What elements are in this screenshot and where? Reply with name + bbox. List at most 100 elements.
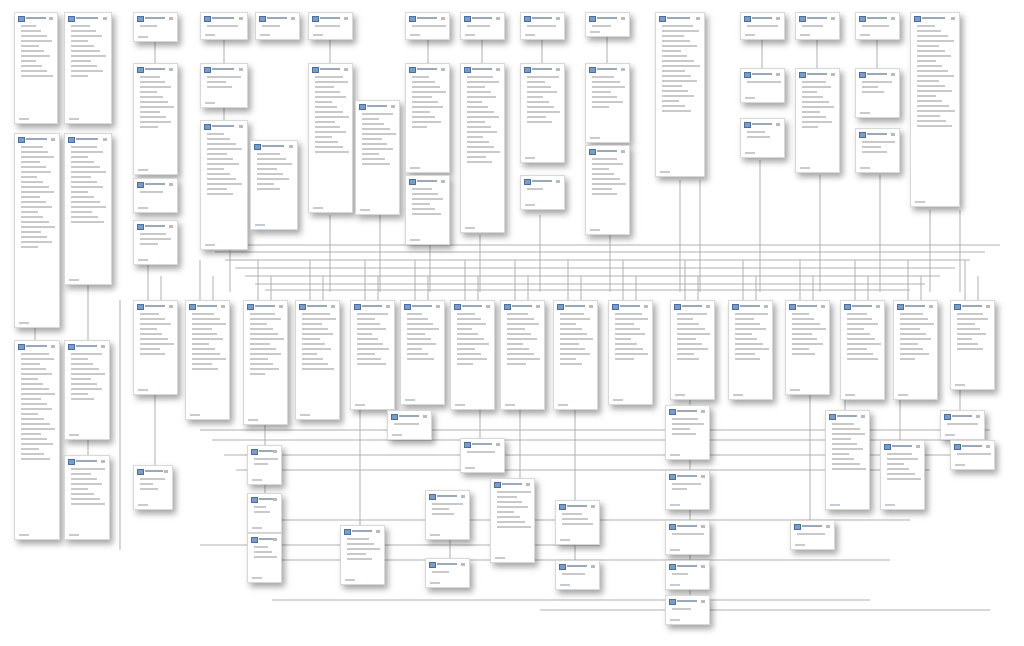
- table-column-row[interactable]: [735, 318, 755, 320]
- entity-table-card[interactable]: [405, 12, 450, 40]
- table-column-row[interactable]: [527, 188, 543, 190]
- table-column-row[interactable]: [21, 368, 47, 370]
- table-column-row[interactable]: [917, 55, 952, 57]
- table-column-row[interactable]: [21, 403, 47, 405]
- table-column-row[interactable]: [735, 358, 761, 360]
- collapse-toggle[interactable]: [670, 619, 680, 621]
- table-column-row[interactable]: [507, 318, 534, 320]
- table-column-row[interactable]: [615, 353, 649, 355]
- table-menu-icon[interactable]: [441, 180, 445, 183]
- table-column-row[interactable]: [412, 208, 436, 210]
- table-column-row[interactable]: [21, 196, 41, 198]
- table-column-row[interactable]: [560, 348, 585, 350]
- collapse-toggle[interactable]: [505, 404, 515, 406]
- table-column-row[interactable]: [677, 328, 705, 330]
- table-column-row[interactable]: [747, 131, 765, 133]
- table-column-row[interactable]: [797, 533, 825, 535]
- table-column-row[interactable]: [357, 358, 381, 360]
- table-column-row[interactable]: [21, 151, 49, 153]
- table-column-row[interactable]: [302, 313, 331, 315]
- table-column-row[interactable]: [615, 328, 640, 330]
- table-menu-icon[interactable]: [951, 17, 955, 20]
- table-menu-icon[interactable]: [273, 450, 277, 453]
- entity-table-card[interactable]: [940, 410, 985, 440]
- table-column-row[interactable]: [257, 173, 284, 175]
- table-column-row[interactable]: [917, 65, 942, 67]
- table-column-row[interactable]: [302, 363, 329, 365]
- table-column-row[interactable]: [662, 95, 695, 97]
- table-column-row[interactable]: [592, 81, 620, 83]
- table-column-row[interactable]: [735, 353, 755, 355]
- table-header[interactable]: [312, 15, 349, 22]
- collapse-toggle[interactable]: [800, 167, 810, 169]
- table-column-row[interactable]: [257, 168, 278, 170]
- table-column-row[interactable]: [672, 533, 705, 535]
- table-column-row[interactable]: [21, 383, 44, 385]
- table-header[interactable]: [454, 303, 491, 310]
- collapse-toggle[interactable]: [860, 34, 870, 36]
- table-header[interactable]: [359, 103, 396, 110]
- entity-table-card[interactable]: [243, 300, 288, 425]
- table-column-row[interactable]: [527, 106, 555, 108]
- table-column-row[interactable]: [207, 193, 234, 195]
- collapse-toggle[interactable]: [745, 97, 755, 99]
- table-column-row[interactable]: [302, 353, 318, 355]
- collapse-toggle[interactable]: [69, 434, 79, 436]
- entity-table-card[interactable]: [728, 300, 773, 400]
- collapse-toggle[interactable]: [69, 118, 79, 120]
- entity-table-card[interactable]: [405, 175, 450, 245]
- table-header[interactable]: [557, 303, 594, 310]
- table-column-row[interactable]: [140, 238, 172, 240]
- table-menu-icon[interactable]: [289, 145, 293, 148]
- table-header[interactable]: [612, 303, 649, 310]
- table-header[interactable]: [524, 66, 561, 73]
- table-column-row[interactable]: [917, 50, 945, 52]
- table-header[interactable]: [669, 473, 706, 480]
- table-column-row[interactable]: [862, 141, 895, 143]
- table-menu-icon[interactable]: [591, 565, 595, 568]
- table-header[interactable]: [789, 303, 826, 310]
- table-menu-icon[interactable]: [169, 17, 173, 20]
- table-column-row[interactable]: [362, 143, 388, 145]
- table-column-row[interactable]: [432, 571, 450, 573]
- table-column-row[interactable]: [257, 178, 290, 180]
- table-column-row[interactable]: [21, 176, 38, 178]
- table-column-row[interactable]: [357, 318, 375, 320]
- table-column-row[interactable]: [21, 55, 50, 57]
- table-column-row[interactable]: [315, 106, 338, 108]
- table-column-row[interactable]: [457, 363, 473, 365]
- collapse-toggle[interactable]: [495, 557, 505, 559]
- table-column-row[interactable]: [917, 95, 937, 97]
- table-header[interactable]: [404, 303, 441, 310]
- table-column-row[interactable]: [467, 131, 497, 133]
- collapse-toggle[interactable]: [19, 118, 29, 120]
- collapse-toggle[interactable]: [455, 404, 465, 406]
- table-column-row[interactable]: [302, 323, 323, 325]
- table-column-row[interactable]: [140, 126, 158, 128]
- table-column-row[interactable]: [662, 60, 694, 62]
- table-column-row[interactable]: [802, 126, 818, 128]
- table-column-row[interactable]: [315, 111, 343, 113]
- table-column-row[interactable]: [71, 146, 97, 148]
- collapse-toggle[interactable]: [19, 534, 29, 536]
- table-column-row[interactable]: [140, 111, 161, 113]
- table-column-row[interactable]: [747, 25, 778, 27]
- table-column-row[interactable]: [192, 343, 210, 345]
- collapse-toggle[interactable]: [465, 34, 475, 36]
- collapse-toggle[interactable]: [360, 209, 370, 211]
- table-menu-icon[interactable]: [831, 73, 835, 76]
- table-column-row[interactable]: [467, 161, 492, 163]
- table-menu-icon[interactable]: [526, 483, 530, 486]
- collapse-toggle[interactable]: [430, 534, 440, 536]
- table-column-row[interactable]: [917, 85, 946, 87]
- table-column-row[interactable]: [662, 40, 691, 42]
- table-column-row[interactable]: [735, 313, 769, 315]
- table-column-row[interactable]: [315, 96, 346, 98]
- table-column-row[interactable]: [254, 556, 277, 558]
- entity-table-card[interactable]: [500, 300, 545, 410]
- table-header[interactable]: [137, 66, 174, 73]
- table-column-row[interactable]: [412, 198, 444, 200]
- table-column-row[interactable]: [792, 328, 826, 330]
- table-column-row[interactable]: [917, 90, 952, 92]
- table-column-row[interactable]: [21, 423, 50, 425]
